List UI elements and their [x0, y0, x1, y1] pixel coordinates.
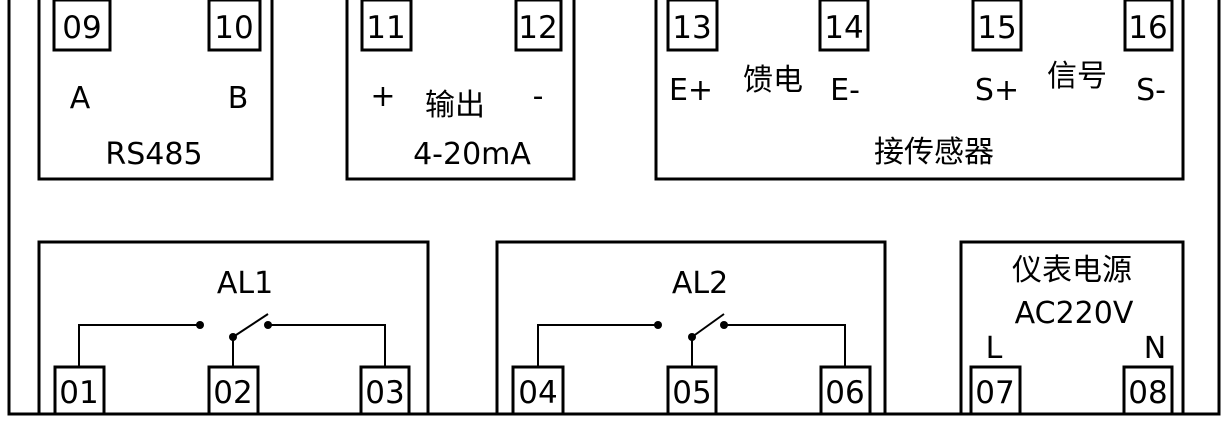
- terminal-08-box: [1122, 365, 1174, 416]
- terminal-10-box: [207, 0, 262, 52]
- terminal-12-box: [514, 0, 563, 52]
- al2-block: AL2 04 05 06: [495, 240, 887, 416]
- terminal-02: 02: [213, 375, 252, 411]
- rs485-box: [37, 0, 274, 181]
- output-range: 4-20mA: [413, 137, 531, 172]
- terminal-01-box: [53, 365, 106, 416]
- outer-frame: [7, 0, 1221, 416]
- terminal-14-box: [818, 0, 870, 52]
- sensor-s-minus-label: S-: [1136, 73, 1166, 108]
- terminal-09-box: [52, 0, 112, 52]
- terminal-09: 09: [62, 10, 101, 46]
- output-title: 输出: [425, 88, 485, 123]
- al2-contact-nc: [720, 321, 728, 329]
- terminal-02-box: [207, 365, 260, 416]
- al2-switch-blade: [691, 313, 725, 338]
- power-title: 仪表电源: [1012, 253, 1132, 288]
- al1-contact-nc: [264, 321, 272, 329]
- terminal-15-box: [971, 0, 1023, 52]
- al2-contact-no: [654, 321, 662, 329]
- rs485-b-label: B: [228, 81, 249, 116]
- analog-output-box: [345, 0, 576, 181]
- al2-wire-left: [537, 324, 658, 367]
- al1-wire-left: [78, 324, 200, 367]
- rs485-block: 09 10 A B RS485: [37, 0, 274, 181]
- terminal-14: 14: [824, 10, 863, 46]
- terminal-08: 08: [1128, 375, 1167, 411]
- terminal-03-box: [359, 365, 411, 416]
- terminal-11-box: [360, 0, 413, 52]
- sensor-box: [654, 0, 1185, 181]
- terminal-13-box: [666, 0, 719, 52]
- terminal-07: 07: [975, 375, 1014, 411]
- terminal-16: 16: [1128, 10, 1167, 46]
- terminal-06: 06: [825, 375, 864, 411]
- terminal-04: 04: [518, 375, 557, 411]
- al2-box: [495, 240, 887, 414]
- output-minus-label: -: [533, 79, 544, 114]
- sensor-s-plus-label: S+: [975, 73, 1019, 108]
- terminal-11: 11: [366, 10, 405, 46]
- power-l-label: L: [986, 331, 1003, 366]
- al1-switch-blade: [232, 313, 269, 338]
- terminal-15: 15: [977, 10, 1016, 46]
- terminal-04-box: [511, 365, 565, 416]
- al1-wire-right: [268, 324, 386, 367]
- power-voltage: AC220V: [1015, 296, 1134, 331]
- terminal-03: 03: [365, 375, 404, 411]
- sensor-e-plus-label: E+: [669, 73, 713, 108]
- power-box: [959, 240, 1185, 414]
- power-block: 仪表电源 AC220V L N 07 08: [959, 240, 1185, 416]
- sensor-title: 接传感器: [874, 135, 994, 170]
- al1-contact-no: [196, 321, 204, 329]
- terminal-05: 05: [672, 375, 711, 411]
- al1-contact-common: [229, 333, 237, 341]
- terminal-13: 13: [672, 10, 711, 46]
- al1-title: AL1: [217, 266, 273, 301]
- al1-box: [37, 240, 430, 414]
- terminal-05-box: [666, 365, 718, 416]
- terminal-06-box: [819, 365, 872, 416]
- al2-title: AL2: [672, 266, 728, 301]
- rs485-title: RS485: [105, 137, 202, 172]
- sensor-e-minus-label: E-: [830, 73, 860, 108]
- sensor-block: 13 14 15 16 E+ 馈电 E- S+ 信号 S- 接传感器: [654, 0, 1185, 181]
- terminal-12: 12: [518, 10, 557, 46]
- power-n-label: N: [1144, 331, 1166, 366]
- analog-output-block: 11 12 + 输出 - 4-20mA: [345, 0, 576, 181]
- terminal-10: 10: [214, 10, 253, 46]
- terminal-01: 01: [59, 375, 98, 411]
- sensor-feed-label: 馈电: [743, 63, 803, 98]
- terminal-16-box: [1123, 0, 1174, 52]
- output-plus-label: +: [370, 79, 395, 114]
- terminal-07-box: [969, 365, 1022, 416]
- al2-wire-right: [724, 324, 846, 367]
- sensor-signal-label: 信号: [1047, 59, 1107, 94]
- rs485-a-label: A: [70, 81, 91, 116]
- al2-contact-common: [688, 333, 696, 341]
- al1-block: AL1 01 02 03: [37, 240, 430, 416]
